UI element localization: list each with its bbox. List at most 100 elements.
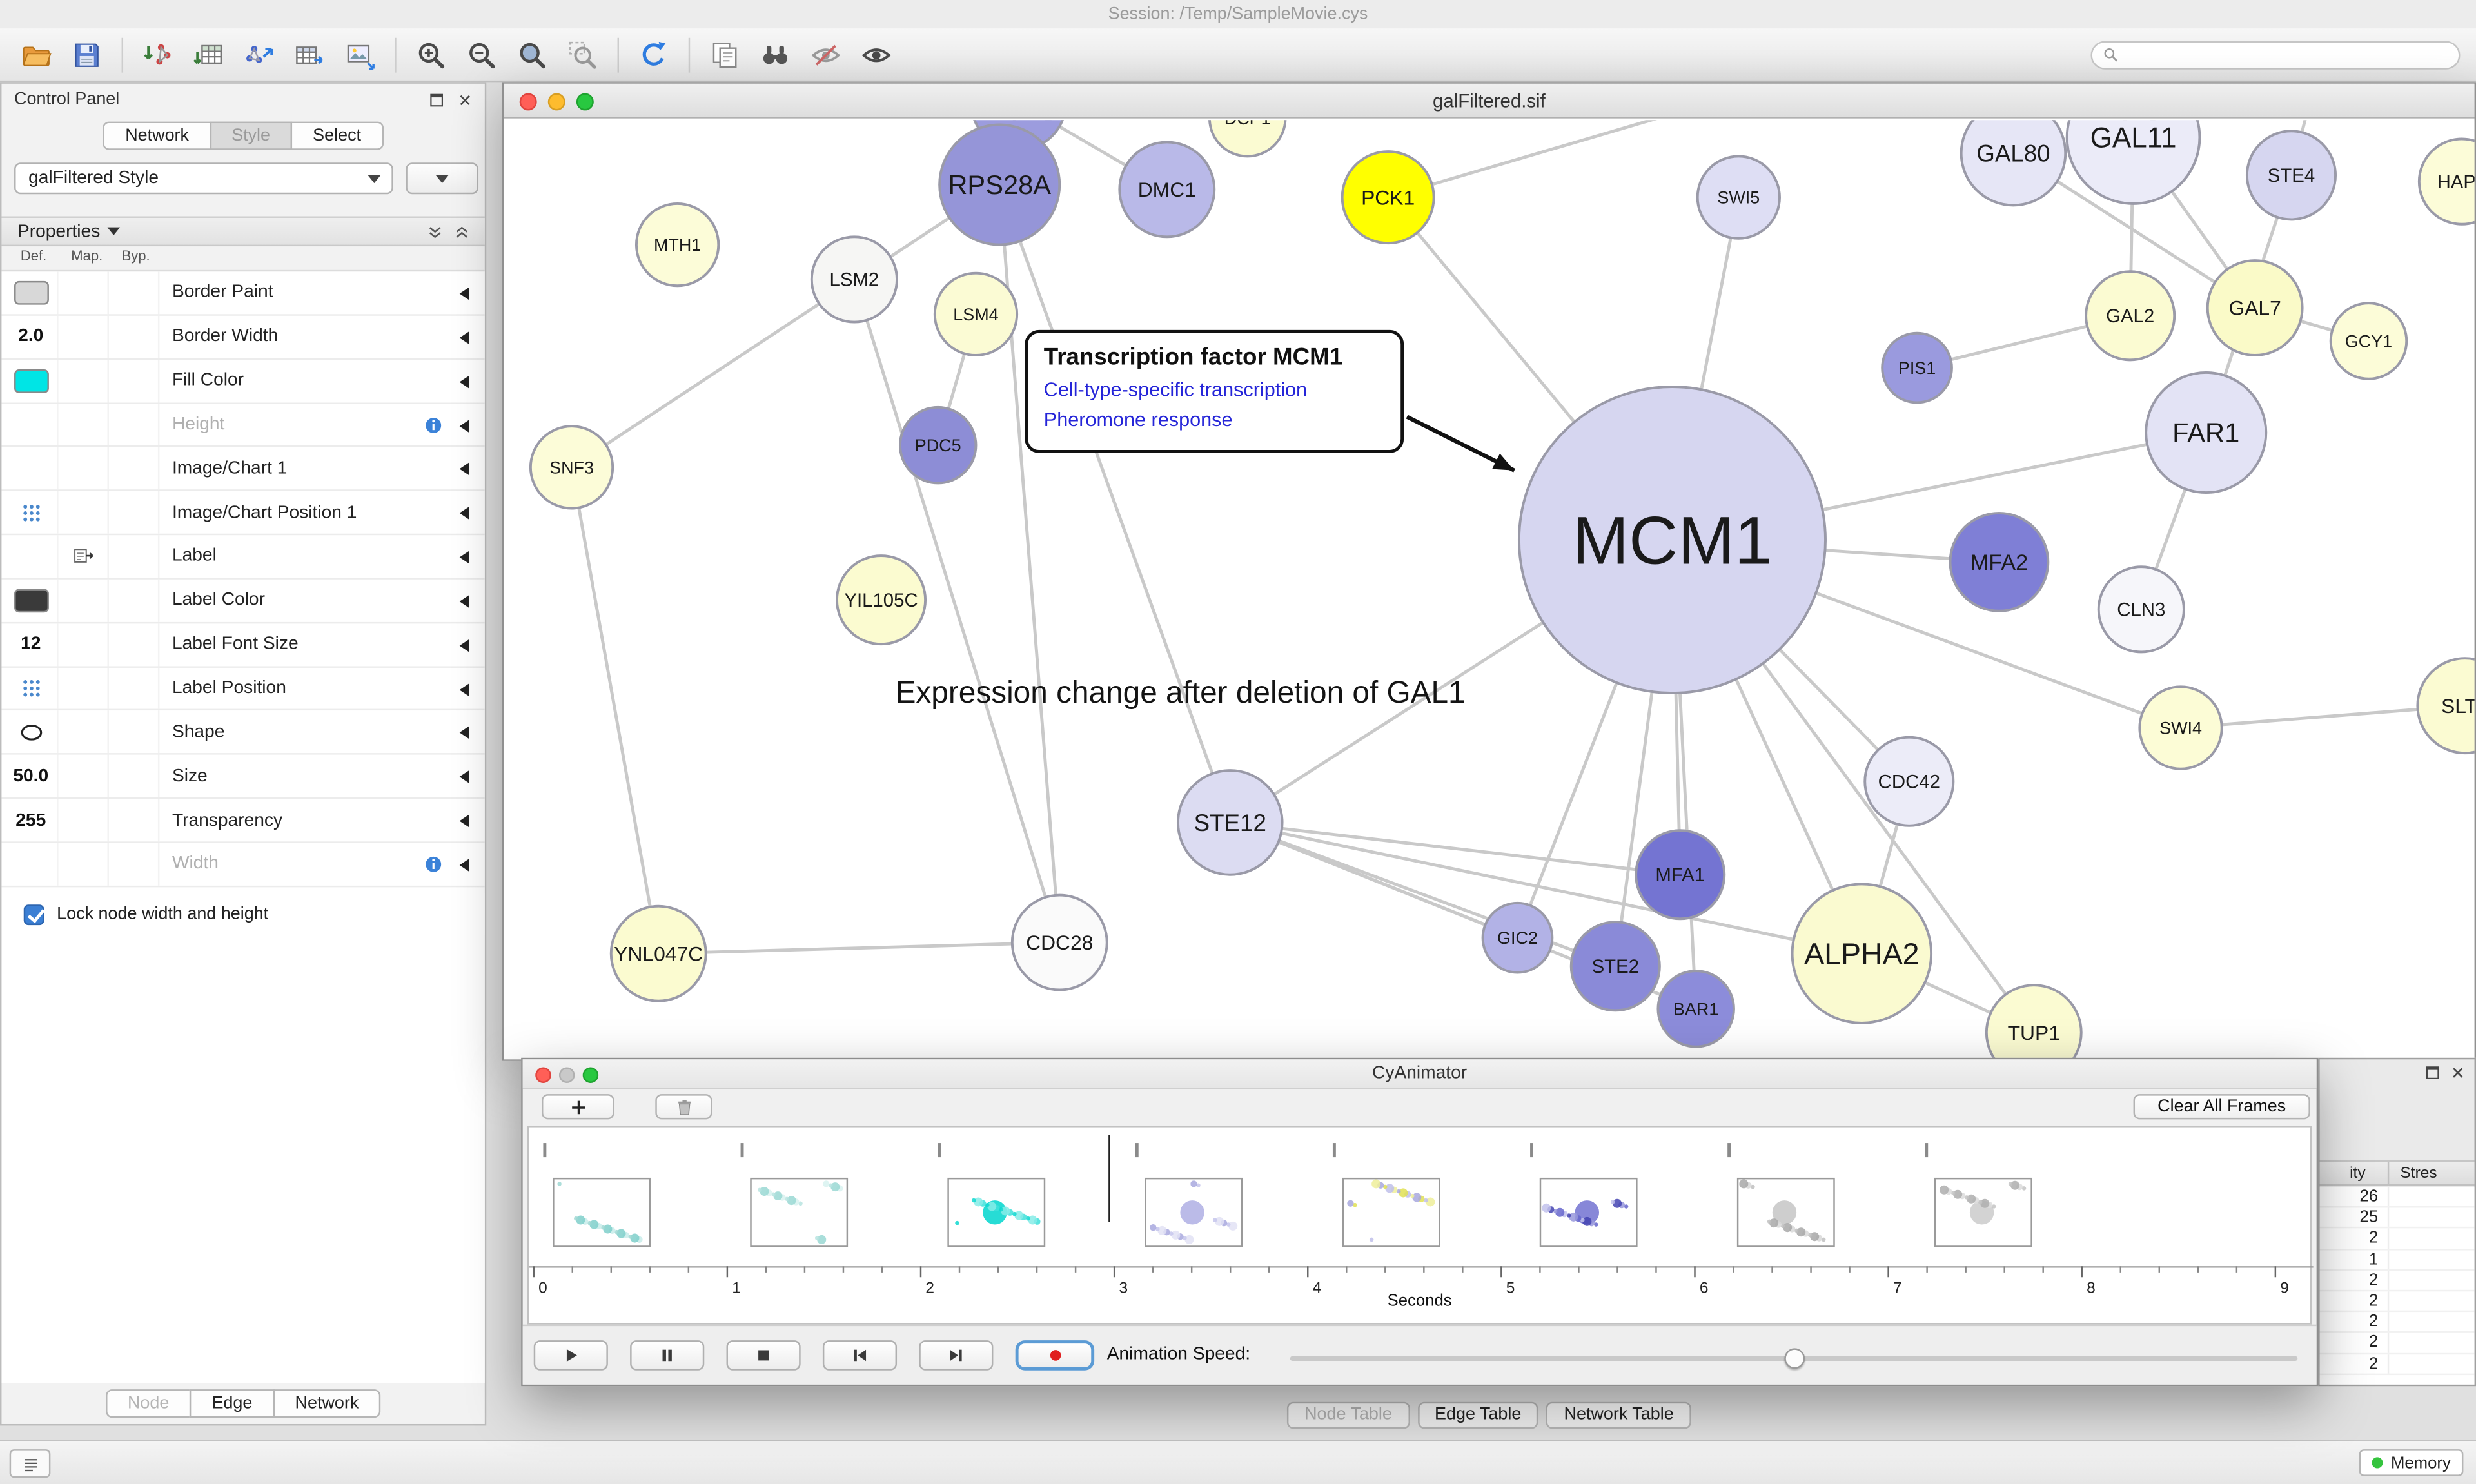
node-YNL047C[interactable]: YNL047C (609, 904, 707, 1002)
frame-handle[interactable] (1727, 1143, 1731, 1158)
mapping-icon[interactable] (70, 544, 95, 569)
frame-handle[interactable] (938, 1143, 941, 1158)
node-FAR1[interactable]: FAR1 (2145, 371, 2268, 494)
node-LSM4[interactable]: LSM4 (933, 271, 1019, 356)
expand-arrow-icon[interactable] (459, 331, 469, 344)
expand-arrow-icon[interactable] (459, 770, 469, 784)
add-frame-button[interactable] (542, 1094, 614, 1120)
frame-thumbnail-6[interactable] (1736, 1177, 1835, 1247)
node-STE2[interactable]: STE2 (1569, 921, 1661, 1012)
play-button[interactable] (533, 1340, 608, 1371)
import-network-button[interactable] (134, 35, 181, 76)
property-row[interactable]: Width (1, 843, 485, 887)
memory-button[interactable]: Memory (2359, 1449, 2464, 1476)
export-image-button[interactable] (337, 35, 384, 76)
node-CDC42[interactable]: CDC42 (1863, 736, 1955, 827)
animation-speed-slider[interactable] (1290, 1347, 2298, 1369)
close-panel-icon[interactable] (2449, 1064, 2466, 1082)
tab-edge[interactable]: Edge (190, 1389, 275, 1418)
property-row[interactable]: Label (1, 535, 485, 580)
table-row[interactable]: 1 (2319, 1249, 2475, 1271)
edge-RPS28A-STE12[interactable] (997, 184, 1232, 823)
float-panel-icon[interactable] (428, 92, 446, 109)
table-row[interactable]: 2 (2319, 1229, 2475, 1250)
panel-menu-button[interactable] (9, 1449, 51, 1478)
node-SNF3[interactable]: SNF3 (529, 425, 614, 510)
tab-edge-table[interactable]: Edge Table (1417, 1401, 1539, 1429)
frame-thumbnail-1[interactable] (750, 1177, 849, 1247)
expand-arrow-icon[interactable] (459, 727, 469, 740)
property-row[interactable]: Height (1, 403, 485, 447)
show-all-button[interactable] (852, 35, 899, 76)
frame-handle[interactable] (1925, 1143, 1929, 1158)
slider-thumb[interactable] (1783, 1347, 1805, 1369)
table-row[interactable]: 2 (2319, 1333, 2475, 1354)
node-SWI4[interactable]: SWI4 (2138, 685, 2223, 770)
maximize-window-icon[interactable] (582, 1066, 599, 1082)
property-row[interactable]: Image/Chart Position 1 (1, 491, 485, 536)
table-column-header[interactable]: ity (2320, 1162, 2390, 1184)
close-panel-icon[interactable] (457, 92, 474, 109)
pause-button[interactable] (630, 1340, 705, 1371)
open-session-button[interactable] (13, 35, 60, 76)
delete-frame-button[interactable] (655, 1094, 712, 1120)
expand-arrow-icon[interactable] (459, 419, 469, 432)
node-MCM1[interactable]: MCM1 (1517, 386, 1827, 695)
edge-PCK1-off4[interactable] (1387, 120, 1840, 199)
edge-STE12-ALPHA2[interactable] (1230, 821, 1862, 955)
float-panel-icon[interactable] (2424, 1064, 2441, 1082)
node-LSM2[interactable]: LSM2 (810, 235, 898, 324)
cyanimator-titlebar[interactable]: CyAnimator (522, 1059, 2317, 1089)
node-GIC2[interactable]: GIC2 (1481, 901, 1554, 974)
network-canvas[interactable]: RPS28ADCP1DMC1MTH1LSM2LSM4PCK1SWI5GAL11G… (504, 120, 2475, 1060)
tab-network-table[interactable]: Network Table (1546, 1401, 1691, 1429)
property-row[interactable]: Label Position (1, 667, 485, 712)
annotation-box[interactable]: Transcription factor MCM1 Cell-type-spec… (1025, 329, 1404, 453)
node-ALPHA2[interactable]: ALPHA2 (1791, 883, 1933, 1024)
lock-size-checkbox[interactable] (23, 904, 44, 924)
expand-arrow-icon[interactable] (459, 375, 469, 388)
playhead[interactable] (1108, 1135, 1111, 1222)
position-icon[interactable] (18, 500, 43, 525)
save-session-button[interactable] (63, 35, 110, 76)
edge-LSM2-CDC28[interactable] (852, 278, 1061, 943)
node-YIL105C[interactable]: YIL105C (836, 554, 927, 646)
node-MFA2[interactable]: MFA2 (1949, 511, 2050, 612)
frame-thumbnail-0[interactable] (553, 1177, 651, 1247)
close-window-icon[interactable] (519, 92, 537, 110)
export-table-button[interactable] (286, 35, 333, 76)
node-SWI5[interactable]: SWI5 (1696, 155, 1781, 240)
tab-network[interactable]: Network (273, 1389, 381, 1418)
node-GAL2[interactable]: GAL2 (2085, 270, 2176, 362)
zoom-selected-button[interactable] (559, 35, 606, 76)
node-TUP1[interactable]: TUP1 (1985, 984, 2083, 1060)
node-STE4[interactable]: STE4 (2245, 130, 2337, 221)
node-MFA1[interactable]: MFA1 (1635, 829, 1726, 921)
expand-arrow-icon[interactable] (459, 639, 469, 652)
frame-handle[interactable] (1530, 1143, 1533, 1158)
search-input[interactable] (2127, 46, 2450, 65)
frame-thumbnail-2[interactable] (947, 1177, 1046, 1247)
frame-thumbnail-5[interactable] (1539, 1177, 1638, 1247)
lock-size-row[interactable]: Lock node width and height (1, 893, 485, 935)
node-BAR1[interactable]: BAR1 (1656, 970, 1735, 1048)
table-row[interactable]: 25 (2319, 1207, 2475, 1229)
maximize-window-icon[interactable] (576, 92, 594, 110)
frame-handle[interactable] (740, 1143, 744, 1158)
node-PDC5[interactable]: PDC5 (898, 405, 978, 485)
record-button[interactable] (1015, 1340, 1095, 1371)
node-CLN3[interactable]: CLN3 (2097, 565, 2185, 654)
table-row[interactable]: 2 (2319, 1291, 2475, 1313)
info-icon[interactable] (423, 415, 444, 435)
tab-select[interactable]: Select (290, 121, 384, 150)
ellipse-icon[interactable] (18, 719, 43, 745)
previous-button[interactable] (822, 1340, 898, 1371)
node-GCY1[interactable]: GCY1 (2329, 302, 2408, 380)
hide-selected-button[interactable] (802, 35, 849, 76)
annotation-link[interactable]: Pheromone response (1043, 408, 1233, 431)
import-table-button[interactable] (185, 35, 232, 76)
